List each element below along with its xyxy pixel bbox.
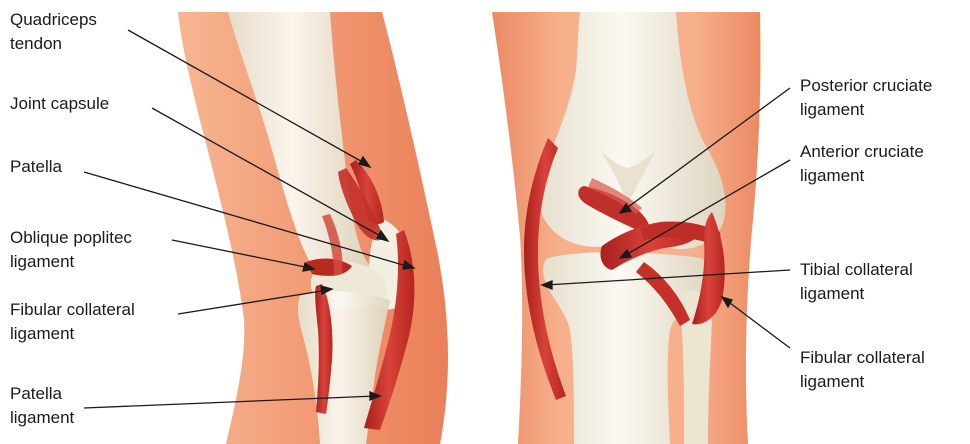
label-fibular-collateral-left-line1: Fibular collateral — [10, 298, 135, 322]
label-fibular-collateral-left-line2: ligament — [10, 322, 135, 346]
label-posterior-cruciate-line1: Posterior cruciate — [800, 74, 932, 98]
label-patella-ligament: Patella ligament — [10, 382, 74, 430]
label-posterior-cruciate-line2: ligament — [800, 98, 932, 122]
label-oblique-popliteal-line1: Oblique poplitec — [10, 226, 132, 250]
lateral-knee-illustration — [178, 12, 448, 444]
label-fibular-collateral-ligament-left: Fibular collateral ligament — [10, 298, 135, 346]
label-oblique-popliteal-line2: ligament — [10, 250, 132, 274]
label-patella-ligament-line2: ligament — [10, 406, 74, 430]
label-tibial-collateral-line2: ligament — [800, 282, 913, 306]
label-fibular-collateral-ligament-right: Fibular collateral ligament — [800, 346, 925, 394]
label-patella: Patella — [10, 155, 62, 179]
label-anterior-cruciate-line1: Anterior cruciate — [800, 140, 924, 164]
label-joint-capsule-line1: Joint capsule — [10, 92, 109, 116]
label-joint-capsule: Joint capsule — [10, 92, 109, 116]
label-posterior-cruciate-ligament: Posterior cruciate ligament — [800, 74, 932, 122]
posterior-knee-illustration — [492, 12, 761, 444]
label-quadriceps-tendon-line2: tendon — [10, 32, 97, 56]
label-tibial-collateral-line1: Tibial collateral — [800, 258, 913, 282]
label-patella-line1: Patella — [10, 155, 62, 179]
label-anterior-cruciate-ligament: Anterior cruciate ligament — [800, 140, 924, 188]
label-patella-ligament-line1: Patella — [10, 382, 74, 406]
label-quadriceps-tendon: Quadriceps tendon — [10, 8, 97, 56]
label-quadriceps-tendon-line1: Quadriceps — [10, 8, 97, 32]
label-oblique-popliteal-ligament: Oblique poplitec ligament — [10, 226, 132, 274]
label-anterior-cruciate-line2: ligament — [800, 164, 924, 188]
label-fibular-collateral-right-line1: Fibular collateral — [800, 346, 925, 370]
label-fibular-collateral-right-line2: ligament — [800, 370, 925, 394]
label-tibial-collateral-ligament: Tibial collateral ligament — [800, 258, 913, 306]
